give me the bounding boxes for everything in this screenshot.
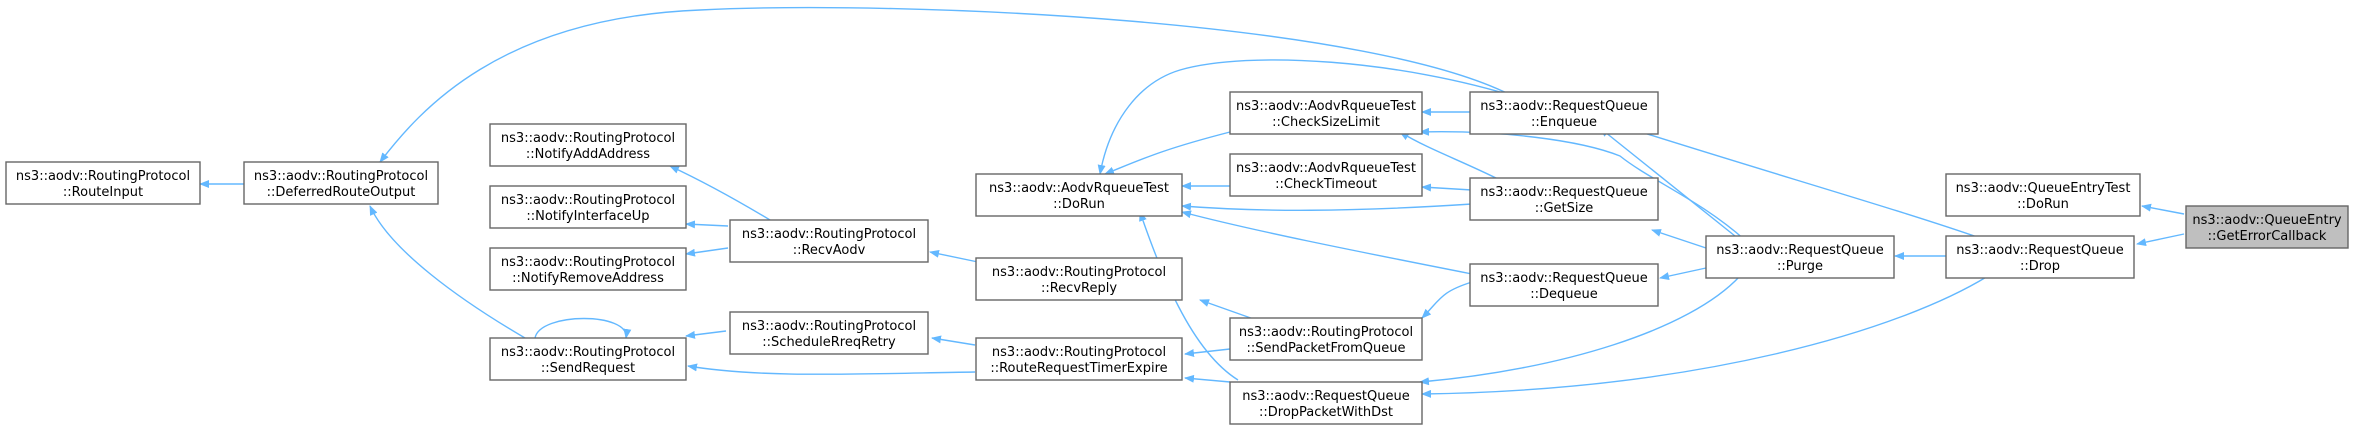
edge-dequeue-to-sendpkt	[1421, 281, 1473, 319]
node-send-request-line2: ::SendRequest	[541, 361, 635, 376]
node-route-input[interactable]: ns3::aodv::RoutingProtocol ::RouteInput	[5, 161, 201, 205]
node-dequeue[interactable]: ns3::aodv::RequestQueue ::Dequeue	[1469, 263, 1659, 307]
edge-recvaodv-to-notifyremove	[685, 247, 729, 257]
edge-retry-to-sendrequest	[685, 330, 727, 339]
node-route-input-line2: ::RouteInput	[63, 185, 143, 200]
node-drop[interactable]: ns3::aodv::RequestQueue ::Drop	[1945, 235, 2135, 279]
node-notify-remove-address[interactable]: ns3::aodv::RoutingProtocol ::NotifyRemov…	[489, 247, 687, 291]
node-route-request-timer-expire-line2: ::RouteRequestTimerExpire	[990, 361, 1167, 376]
edge-recvreply-to-recvaodv	[929, 249, 979, 263]
edge-enqueue-to-deferred	[379, 6, 1521, 163]
node-schedule-rreq-retry-line1: ns3::aodv::RoutingProtocol	[742, 319, 916, 334]
node-do-run-line2: ::DoRun	[1053, 197, 1105, 212]
edge-drop-to-dropdst	[1421, 275, 1989, 398]
node-deferred-route-output-line1: ns3::aodv::RoutingProtocol	[254, 169, 428, 184]
node-check-timeout[interactable]: ns3::aodv::AodvRqueueTest ::CheckTimeout	[1229, 153, 1423, 197]
node-check-size-limit-line2: ::CheckSizeLimit	[1272, 115, 1380, 130]
node-recv-aodv-line2: ::RecvAodv	[793, 243, 866, 258]
edge-timerexpire-to-sendrequest	[687, 363, 976, 375]
node-dequeue-line2: ::Dequeue	[1530, 287, 1598, 302]
edge-enqueue-to-dorun	[1097, 59, 1521, 175]
node-enqueue-line1: ns3::aodv::RequestQueue	[1480, 99, 1647, 114]
node-do-run[interactable]: ns3::aodv::AodvRqueueTest ::DoRun	[975, 173, 1183, 217]
node-send-packet-from-queue[interactable]: ns3::aodv::RoutingProtocol ::SendPacketF…	[1229, 317, 1423, 361]
node-notify-add-address[interactable]: ns3::aodv::RoutingProtocol ::NotifyAddAd…	[489, 123, 687, 167]
node-recv-reply-line2: ::RecvReply	[1041, 281, 1117, 296]
node-drop-packet-with-dst-line2: ::DropPacketWithDst	[1259, 405, 1393, 420]
node-check-timeout-line2: ::CheckTimeout	[1275, 177, 1377, 192]
edges	[199, 6, 2185, 398]
node-send-request-line1: ns3::aodv::RoutingProtocol	[501, 345, 675, 360]
node-route-input-line1: ns3::aodv::RoutingProtocol	[16, 169, 190, 184]
node-queue-entry-test-do-run-line2: ::DoRun	[2017, 197, 2069, 212]
edge-sendpkt-to-timerexpire	[1184, 348, 1231, 357]
node-recv-aodv-line1: ns3::aodv::RoutingProtocol	[742, 227, 916, 242]
node-send-request[interactable]: ns3::aodv::RoutingProtocol ::SendRequest	[489, 337, 687, 381]
edge-dequeue-to-dorun	[1181, 210, 1473, 275]
node-check-size-limit-line1: ns3::aodv::AodvRqueueTest	[1236, 99, 1416, 114]
node-get-size-line2: ::GetSize	[1535, 201, 1594, 216]
edge-geterror-to-queueentrytest	[2141, 203, 2185, 215]
node-check-size-limit[interactable]: ns3::aodv::AodvRqueueTest ::CheckSizeLim…	[1229, 91, 1423, 135]
node-purge-line2: ::Purge	[1777, 259, 1823, 274]
node-deferred-route-output-line2: ::DeferredRouteOutput	[267, 185, 416, 200]
edge-recvaodv-to-notifyadd	[669, 165, 771, 221]
node-drop-line1: ns3::aodv::RequestQueue	[1956, 243, 2123, 258]
node-drop-packet-with-dst-line1: ns3::aodv::RequestQueue	[1242, 389, 1409, 404]
node-do-run-line1: ns3::aodv::AodvRqueueTest	[989, 181, 1169, 196]
node-get-error-callback[interactable]: ns3::aodv::QueueEntry ::GetErrorCallback	[2185, 205, 2349, 249]
node-dequeue-line1: ns3::aodv::RequestQueue	[1480, 271, 1647, 286]
edge-dropdst-to-dorun	[1139, 211, 1239, 381]
edge-purge-to-dropdst	[1419, 275, 1741, 386]
node-deferred-route-output[interactable]: ns3::aodv::RoutingProtocol ::DeferredRou…	[243, 161, 439, 205]
node-get-size[interactable]: ns3::aodv::RequestQueue ::GetSize	[1469, 177, 1659, 221]
node-notify-add-address-line1: ns3::aodv::RoutingProtocol	[501, 131, 675, 146]
edge-purge-to-getsize	[1651, 229, 1707, 249]
node-purge[interactable]: ns3::aodv::RequestQueue ::Purge	[1705, 235, 1895, 279]
edge-recvaodv-to-notifyup	[685, 220, 729, 229]
edge-timerexpire-to-retry	[931, 335, 976, 346]
node-queue-entry-test-do-run-line1: ns3::aodv::QueueEntryTest	[1956, 181, 2131, 196]
node-notify-remove-address-line1: ns3::aodv::RoutingProtocol	[501, 255, 675, 270]
node-purge-line1: ns3::aodv::RequestQueue	[1716, 243, 1883, 258]
node-enqueue-line2: ::Enqueue	[1531, 115, 1597, 130]
edge-checksize-to-dorun	[1104, 131, 1231, 175]
edge-drop-to-enqueue	[1621, 124, 1981, 239]
node-queue-entry-test-do-run[interactable]: ns3::aodv::QueueEntryTest ::DoRun	[1945, 173, 2141, 217]
node-get-size-line1: ns3::aodv::RequestQueue	[1480, 185, 1647, 200]
node-recv-reply[interactable]: ns3::aodv::RoutingProtocol ::RecvReply	[975, 257, 1183, 301]
node-schedule-rreq-retry[interactable]: ns3::aodv::RoutingProtocol ::ScheduleRre…	[729, 311, 929, 355]
edge-sendrequest-self-loop	[534, 317, 632, 339]
node-notify-add-address-line2: ::NotifyAddAddress	[526, 147, 650, 162]
node-notify-interface-up-line2: ::NotifyInterfaceUp	[526, 209, 649, 224]
edge-getsize-to-dorun	[1181, 202, 1473, 211]
node-notify-interface-up-line1: ns3::aodv::RoutingProtocol	[501, 193, 675, 208]
edge-purge-to-enqueue	[1599, 127, 1741, 241]
node-notify-interface-up[interactable]: ns3::aodv::RoutingProtocol ::NotifyInter…	[489, 185, 687, 229]
node-send-packet-from-queue-line2: ::SendPacketFromQueue	[1247, 341, 1406, 356]
node-notify-remove-address-line2: ::NotifyRemoveAddress	[512, 271, 664, 286]
node-enqueue[interactable]: ns3::aodv::RequestQueue ::Enqueue	[1469, 91, 1659, 135]
node-schedule-rreq-retry-line2: ::ScheduleRreqRetry	[762, 335, 896, 350]
edge-dropdst-to-timerexpire	[1184, 374, 1231, 383]
node-route-request-timer-expire[interactable]: ns3::aodv::RoutingProtocol ::RouteReques…	[975, 337, 1183, 381]
node-route-request-timer-expire-line1: ns3::aodv::RoutingProtocol	[992, 345, 1166, 360]
edge-purge-to-dequeue	[1659, 267, 1707, 280]
edge-geterror-to-drop	[2136, 233, 2185, 247]
edge-sendrequest-to-deferred	[369, 205, 526, 339]
node-send-packet-from-queue-line1: ns3::aodv::RoutingProtocol	[1239, 325, 1413, 340]
edge-getsize-to-checksize	[1399, 131, 1501, 181]
node-recv-aodv[interactable]: ns3::aodv::RoutingProtocol ::RecvAodv	[729, 219, 929, 263]
node-check-timeout-line1: ns3::aodv::AodvRqueueTest	[1236, 161, 1416, 176]
node-get-error-callback-line2: ::GetErrorCallback	[2208, 229, 2327, 244]
edge-getsize-to-checktimeout	[1421, 183, 1473, 192]
node-get-error-callback-line1: ns3::aodv::QueueEntry	[2192, 213, 2342, 228]
node-drop-line2: ::Drop	[2020, 259, 2060, 274]
node-recv-reply-line1: ns3::aodv::RoutingProtocol	[992, 265, 1166, 280]
node-drop-packet-with-dst[interactable]: ns3::aodv::RequestQueue ::DropPacketWith…	[1229, 381, 1423, 425]
